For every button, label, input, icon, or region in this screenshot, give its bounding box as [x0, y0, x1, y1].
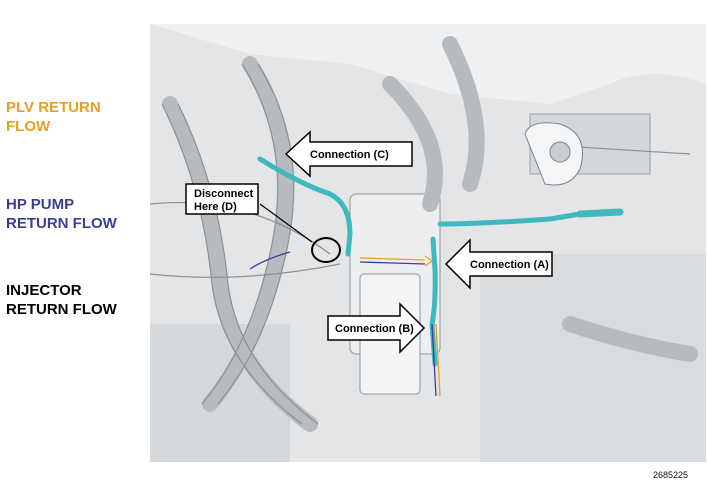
- fuel-return-lines: [257, 156, 624, 367]
- lifting-eye: [524, 122, 583, 186]
- callout-disconnect-line2: Here (D): [194, 201, 237, 213]
- engine-illustration: Connection (C) Disconnect Here (D) Conne…: [150, 24, 706, 462]
- callout-connection-c: Connection (C): [284, 130, 413, 178]
- legend-plv-return-flow: PLV RETURN FLOW: [6, 99, 101, 135]
- engine-body: [150, 24, 706, 462]
- hoses: [162, 36, 698, 432]
- disconnect-marker-ellipse: [311, 237, 341, 263]
- legend-injector-return-flow: INJECTOR RETURN FLOW: [6, 282, 117, 318]
- disconnect-leader-line: [259, 203, 313, 243]
- callout-connection-a: Connection (A): [444, 238, 553, 290]
- callout-connection-b-label: Connection (B): [335, 323, 414, 335]
- callout-connection-b: Connection (B): [327, 302, 426, 354]
- figure-id: 2685225: [653, 470, 689, 480]
- callout-disconnect-line1: Disconnect: [194, 188, 254, 200]
- callout-disconnect-d: Disconnect Here (D): [185, 183, 259, 215]
- flow-arrows: [249, 251, 441, 397]
- callout-connection-c-label: Connection (C): [310, 149, 389, 161]
- callout-connection-a-label: Connection (A): [470, 259, 549, 271]
- legend-hp-pump-return-flow: HP PUMP RETURN FLOW: [6, 196, 117, 232]
